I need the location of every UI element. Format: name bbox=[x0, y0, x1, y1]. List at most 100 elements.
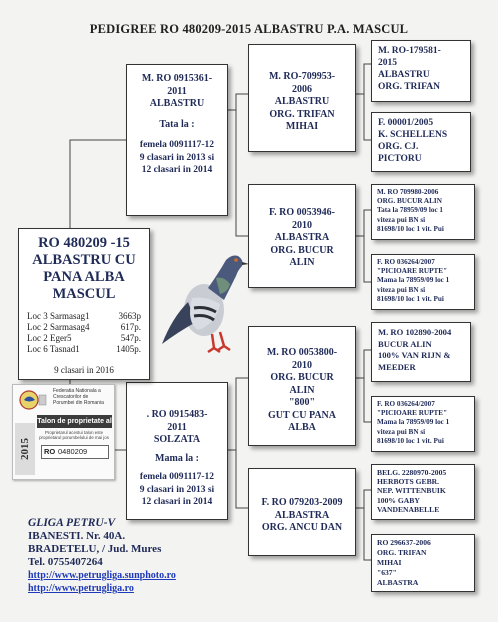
pedigree-line: "800" bbox=[288, 397, 316, 408]
sire-line: femela 0091117-12 bbox=[139, 140, 215, 150]
dam-line: 2011 bbox=[167, 421, 187, 433]
federation-logo bbox=[19, 390, 47, 410]
result-place: Loc 2 Eger5 bbox=[27, 333, 72, 343]
pedigree-line: 100% VAN RIJN & bbox=[378, 350, 451, 360]
pedigree-line: ORG. CJ. bbox=[378, 142, 419, 152]
sire-line bbox=[127, 111, 227, 119]
subject-box: RO 480209 -15 ALBASTRU CU PANA ALBA MASC… bbox=[18, 228, 150, 380]
result-row: Loc 2 Eger5 547p. bbox=[19, 333, 149, 344]
pedigree-line: ORG. TRIFAN bbox=[269, 108, 335, 120]
pedigree-line: 100% GABY bbox=[377, 495, 420, 505]
result-points: 3663p bbox=[118, 311, 142, 321]
pedigree-line: M. RO 709980-2006 bbox=[377, 188, 439, 196]
sire-line: M. RO 0915361- bbox=[141, 73, 213, 84]
pedigree-line: M. RO 102890-2004 bbox=[378, 327, 452, 337]
pedigree-line: ALBASTRA bbox=[377, 578, 419, 587]
breeder-website-link[interactable]: http://www.petrugliga.ro bbox=[28, 583, 134, 594]
pedigree-line: Mama la 78959/09 loc 1 bbox=[377, 418, 450, 427]
pedigree-line: BELG. 2280970-2005 bbox=[377, 468, 447, 477]
pedigree-line: M. RO 0053800- bbox=[266, 347, 338, 358]
sire-line: Tata la : bbox=[159, 118, 195, 130]
sire-line: 2011 bbox=[167, 85, 187, 97]
dam-line: . RO 0915483- bbox=[146, 409, 208, 420]
breeder-address-line: BRADETELU, / Jud. Mures bbox=[28, 543, 162, 555]
pedigree-line: 2010 bbox=[292, 219, 312, 231]
sire-line bbox=[127, 131, 227, 139]
pedigree-line: viteza pui BN si bbox=[377, 285, 426, 294]
pedigree-line: ALBASTRA bbox=[274, 232, 330, 243]
granddam-maternal-box: F. RO 079203-2009 ALBASTRA ORG. ANCU DAN bbox=[248, 468, 356, 556]
pedigree-line: GUT CU PANA bbox=[268, 409, 336, 421]
ring-ownership-card: Federatia Nationala a Crescatorilor de P… bbox=[12, 384, 115, 480]
ancestor-box: F. RO 036264/2007 "PICIOARE RUPTE" Mama … bbox=[371, 254, 475, 310]
page-title: PEDIGREE RO 480209-2015 ALBASTRU P.A. MA… bbox=[89, 22, 409, 36]
result-place: Loc 6 Tasnad1 bbox=[27, 344, 80, 354]
ancestor-box: BELG. 2280970-2005 HERBOTS GEBR. NEP. WI… bbox=[371, 464, 475, 520]
breeder-phone: Tel. 0755407264 bbox=[28, 556, 103, 568]
pedigree-line: Tata la 78959/09 loc 1 bbox=[377, 206, 444, 215]
pedigree-line: M. RO-709953- bbox=[268, 71, 336, 82]
result-row: Loc 3 Sarmasag1 3663p bbox=[19, 311, 149, 322]
grandsire-paternal-box: M. RO-709953- 2006 ALBASTRU ORG. TRIFAN … bbox=[248, 44, 356, 152]
subject-classifications: 9 clasari in 2016 bbox=[54, 365, 114, 375]
federation-name: Federatia Nationala a Crescatorilor de P… bbox=[53, 388, 104, 406]
pedigree-line: viteza pui BN si bbox=[377, 427, 426, 436]
result-place: Loc 3 Sarmasag1 bbox=[27, 311, 90, 321]
breeder-address-line: IBANESTI. Nr. 40A. bbox=[28, 530, 126, 542]
result-place: Loc 2 Sarmasag4 bbox=[27, 322, 90, 332]
ring-number: 0480209 bbox=[58, 447, 88, 456]
pedigree-line: 2015 bbox=[378, 58, 397, 68]
sire-box: M. RO 0915361- 2011 ALBASTRU Tata la : f… bbox=[126, 64, 228, 216]
pedigree-line: BUCUR ALIN bbox=[378, 338, 432, 349]
pedigree-line: K. SCHELLENS bbox=[378, 130, 448, 140]
pigeon-photo bbox=[162, 255, 249, 354]
pedigree-line: VANDENABELLE bbox=[377, 504, 440, 514]
result-points: 617p. bbox=[120, 322, 141, 332]
pedigree-line: viteza pui BN si bbox=[377, 215, 426, 224]
ancestor-box: RO 296637-2006 ORG. TRIFAN MIHAI "637" A… bbox=[371, 534, 475, 592]
pedigree-line: ORG. ANCU DAN bbox=[261, 522, 343, 533]
dam-line: femela 0091117-12 bbox=[139, 472, 215, 482]
result-points: 547p. bbox=[120, 333, 141, 343]
pedigree-line: 2006 bbox=[292, 83, 312, 95]
pedigree-line: F. RO 036264/2007 bbox=[377, 400, 435, 408]
pedigree-line: F. 00001/2005 bbox=[378, 118, 434, 128]
dam-line: 12 clasari in 2014 bbox=[141, 497, 213, 507]
pedigree-line: ALBA bbox=[288, 422, 316, 433]
sire-line: 9 clasari in 2013 si bbox=[139, 152, 215, 163]
subject-name-line: MASCUL bbox=[52, 286, 116, 302]
ring-year: 2015 bbox=[15, 423, 35, 475]
pedigree-line: MIHAI bbox=[377, 558, 402, 567]
ancestor-box: M. RO 102890-2004 BUCUR ALIN 100% VAN RI… bbox=[371, 322, 471, 382]
ancestor-box: F. 00001/2005 K. SCHELLENS ORG. CJ. PICT… bbox=[371, 112, 471, 172]
pedigree-line: ALBASTRA bbox=[274, 509, 330, 521]
pedigree-line: ORG. BUCUR bbox=[270, 244, 334, 256]
pedigree-line: HERBOTS GEBR. bbox=[377, 477, 440, 487]
pedigree-line: PICTORU bbox=[378, 154, 422, 164]
ancestor-box: F. RO 036264/2007 "PICIOARE RUPTE" Mama … bbox=[371, 396, 475, 452]
pedigree-line: "PICIOARE RUPTE" bbox=[377, 267, 448, 276]
pedigree-line: ORG. BUCUR bbox=[270, 372, 334, 383]
grandsire-maternal-box: M. RO 0053800- 2010 ORG. BUCUR ALIN "800… bbox=[248, 326, 356, 446]
result-points: 1405p. bbox=[116, 344, 141, 354]
breeder-website-link[interactable]: http://www.petrugliga.sunphoto.ro bbox=[28, 570, 176, 581]
ancestor-box: M. RO 709980-2006 ORG. BUCUR ALIN Tata l… bbox=[371, 184, 475, 240]
ancestor-box: M. RO-179581- 2015 ALBASTRU ORG. TRIFAN bbox=[371, 40, 471, 102]
dam-line: SOLZATA bbox=[153, 434, 201, 445]
pedigree-line: F. RO 079203-2009 bbox=[261, 497, 343, 508]
breeder-info: GLIGA PETRU-V IBANESTI. Nr. 40A. BRADETE… bbox=[28, 517, 176, 595]
pedigree-line: MEEDER bbox=[378, 361, 416, 372]
pedigree-line: ALIN bbox=[289, 384, 315, 396]
pedigree-line: Mama la 78959/09 loc 1 bbox=[377, 276, 450, 285]
ownership-band: Talon de proprietate al inelului bbox=[37, 415, 112, 438]
dam-line: Mama la : bbox=[155, 452, 199, 464]
pedigree-line: 81698/10 loc 1 vit. Pui bbox=[377, 294, 444, 303]
pedigree-line: "637" bbox=[377, 568, 397, 577]
pedigree-line: NEP. WITTENBUIK bbox=[377, 486, 446, 496]
granddam-paternal-box: F. RO 0053946- 2010 ALBASTRA ORG. BUCUR … bbox=[248, 184, 356, 288]
pedigree-line: RO 296637-2006 bbox=[377, 538, 431, 547]
pedigree-line: ORG. BUCUR ALIN bbox=[377, 197, 442, 206]
